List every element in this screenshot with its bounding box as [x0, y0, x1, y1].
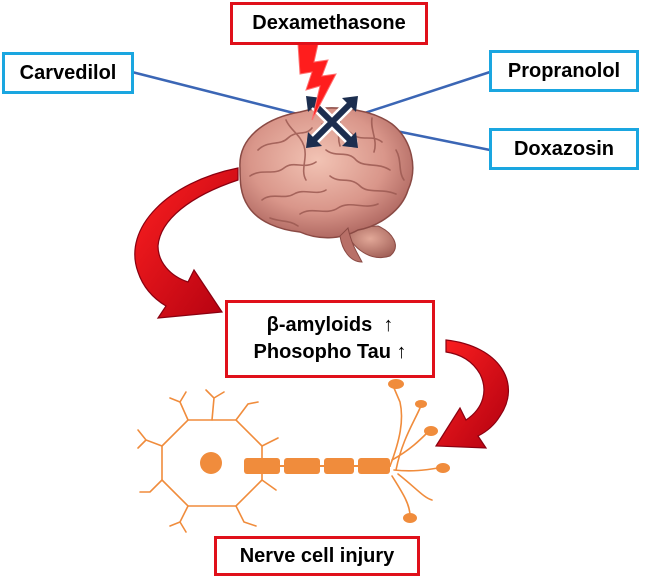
doxazosin-box: Doxazosin	[489, 128, 639, 170]
nerve-injury-box: Nerve cell injury	[214, 536, 420, 576]
amyloid-label: β-amyloids ↑	[266, 314, 394, 336]
carvedilol-label: Carvedilol	[19, 61, 117, 84]
doxazosin-label: Doxazosin	[513, 137, 615, 160]
nerve-injury-label: Nerve cell injury	[239, 544, 395, 567]
brain-image	[239, 107, 414, 263]
curved-arrow-left	[134, 167, 239, 319]
propranolol-label: Propranolol	[507, 59, 621, 82]
dexamethasone-label: Dexamethasone	[252, 12, 406, 34]
neuron-axon-segments	[244, 379, 450, 523]
carvedilol-box: Carvedilol	[2, 52, 134, 94]
dexamethasone-box: Dexamethasone	[230, 2, 428, 45]
block-x-icon	[306, 96, 358, 148]
tau-label: Phosopho Tau ↑	[253, 341, 407, 363]
lightning-bolt-icon	[297, 43, 337, 121]
biomarker-box: β-amyloids ↑ Phosopho Tau ↑	[225, 300, 435, 378]
curved-arrow-right	[434, 339, 510, 449]
propranolol-box: Propranolol	[489, 50, 639, 92]
